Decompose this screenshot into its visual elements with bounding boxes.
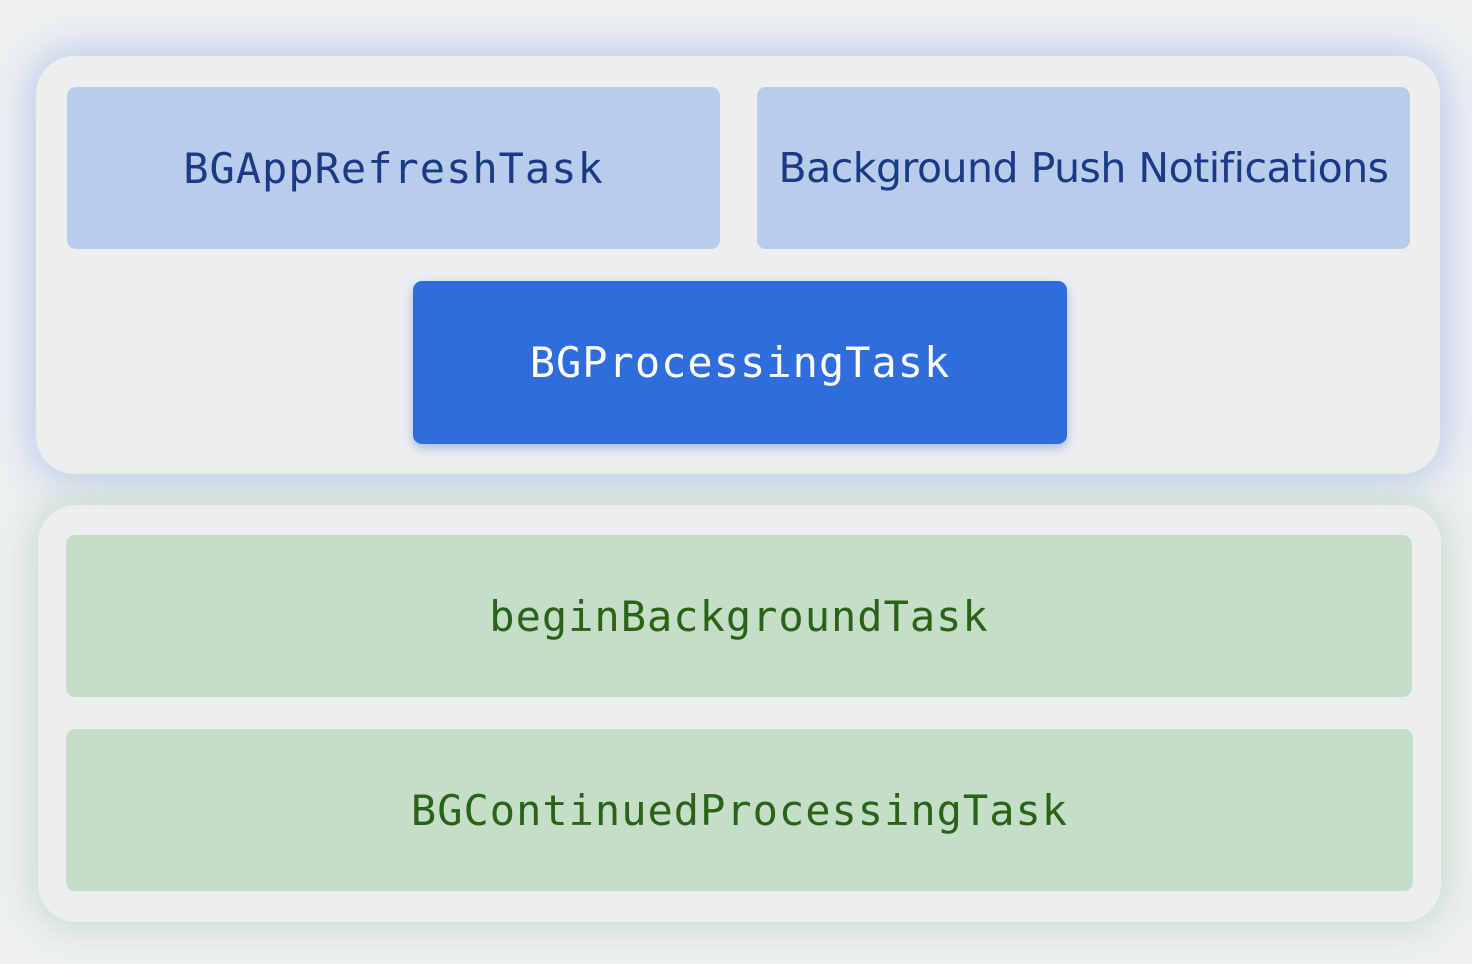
begin-background-task-label: beginBackgroundTask	[489, 591, 989, 641]
app-refresh-task-label: BGAppRefreshTask	[183, 143, 604, 193]
app-refresh-task-box: BGAppRefreshTask	[67, 87, 720, 249]
processing-task-label: BGProcessingTask	[529, 338, 951, 387]
background-push-notifications-label: Background Push Notifications	[778, 144, 1389, 192]
continued-processing-task-label: BGContinuedProcessingTask	[410, 785, 1069, 835]
processing-task-box: BGProcessingTask	[413, 281, 1067, 444]
continued-processing-task-box: BGContinuedProcessingTask	[66, 729, 1413, 891]
background-push-notifications-box: Background Push Notifications	[757, 87, 1410, 249]
begin-background-task-box: beginBackgroundTask	[66, 535, 1412, 697]
